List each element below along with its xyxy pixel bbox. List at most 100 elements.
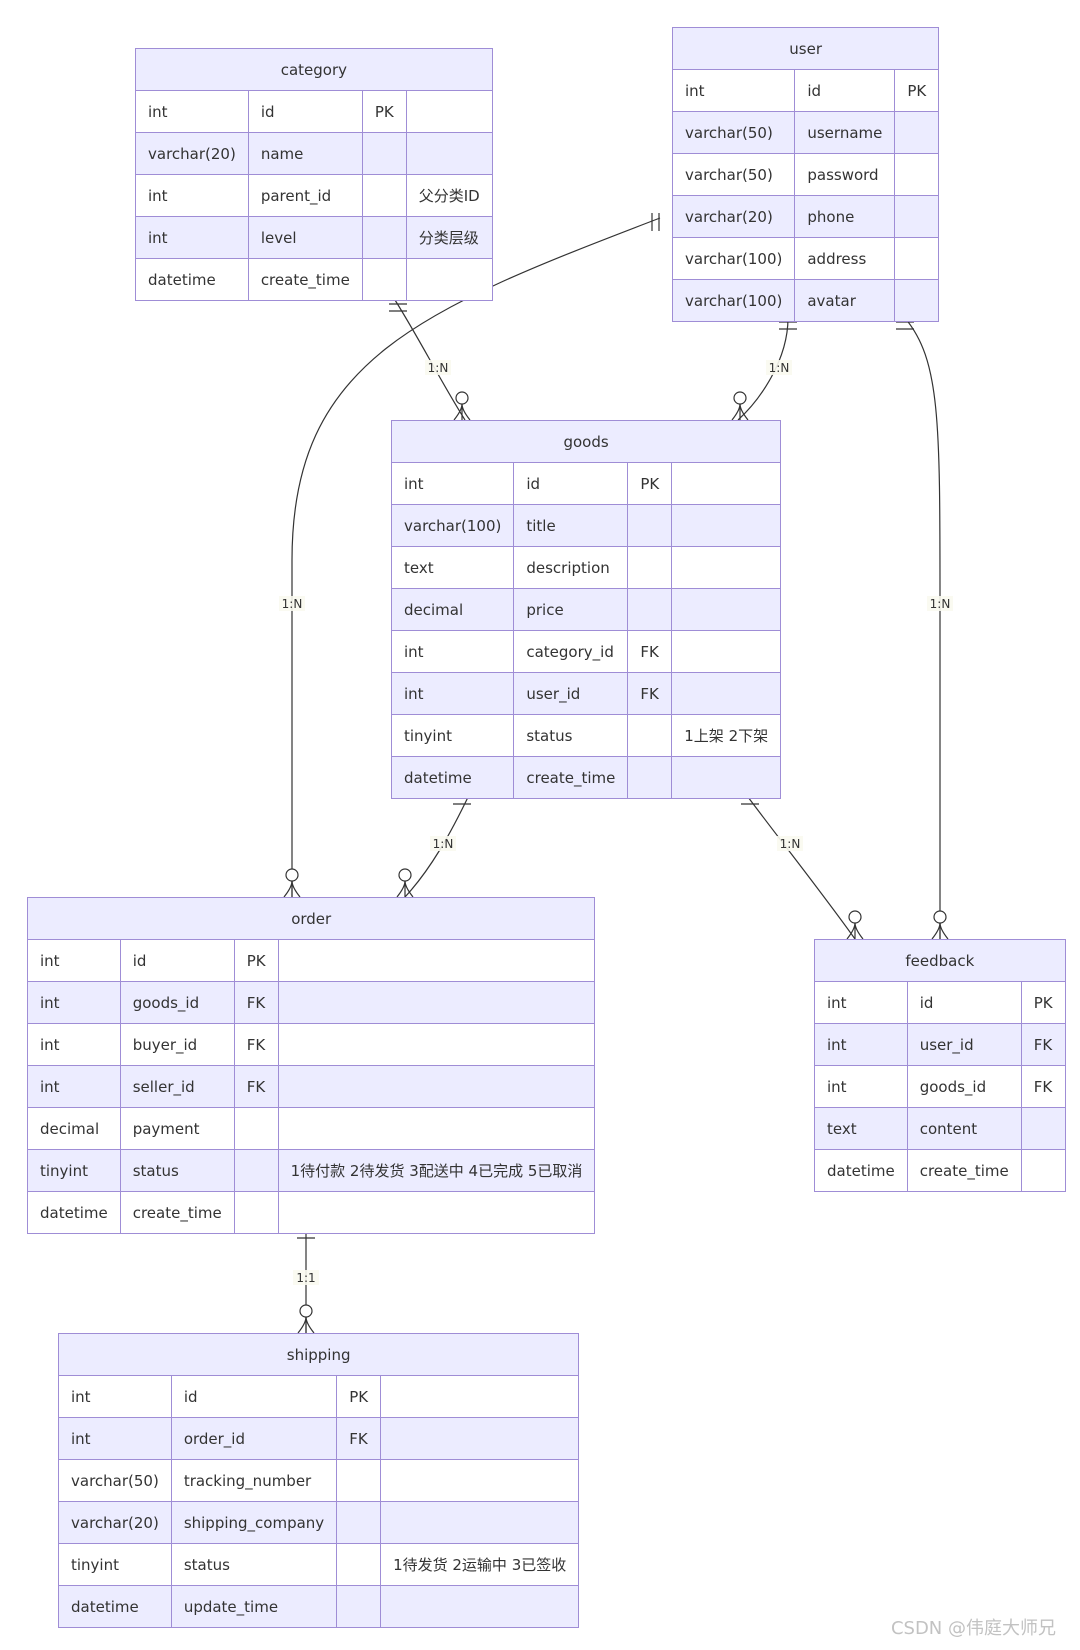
relationship-label: 1:N <box>433 837 454 851</box>
attr-type: datetime <box>58 1585 172 1628</box>
relationship-label: 1:1 <box>296 1271 315 1285</box>
attr-comment <box>671 588 782 631</box>
attr-key <box>336 1459 382 1502</box>
attr-type: int <box>135 174 249 217</box>
attr-comment <box>277 1065 596 1108</box>
attr-type: int <box>814 1065 908 1108</box>
many-marker <box>396 868 414 898</box>
attr-name: category_id <box>513 630 629 673</box>
relationship-line <box>291 217 661 897</box>
attr-key <box>627 756 673 799</box>
attr-key: PK <box>336 1375 382 1418</box>
many-marker <box>931 910 949 940</box>
attr-name: avatar <box>794 279 896 322</box>
attr-key <box>336 1585 382 1628</box>
attr-type: varchar(50) <box>58 1459 172 1502</box>
attr-key: PK <box>894 69 940 112</box>
attr-type: int <box>814 981 908 1024</box>
many-marker <box>731 391 749 421</box>
attr-comment <box>671 504 782 547</box>
attr-name: update_time <box>170 1585 338 1628</box>
attr-name: user_id <box>906 1023 1022 1066</box>
attr-name: description <box>513 546 629 589</box>
attr-type: text <box>814 1107 908 1150</box>
attr-key <box>233 1149 279 1192</box>
table-row: varchar(50)username <box>671 111 940 154</box>
table-row: varchar(100)title <box>390 504 782 547</box>
table-row: varchar(50)tracking_number <box>58 1459 580 1502</box>
attr-type: tinyint <box>390 714 515 757</box>
attr-comment <box>380 1375 580 1418</box>
relationship-label: 1:N <box>282 597 303 611</box>
attr-comment <box>277 1023 596 1066</box>
attr-comment <box>277 1191 596 1234</box>
one-marker <box>651 213 660 231</box>
attr-type: varchar(20) <box>58 1501 172 1544</box>
attr-name: create_time <box>906 1149 1022 1192</box>
attr-type: tinyint <box>27 1149 121 1192</box>
relationship-user-feedback: 1:N <box>904 317 953 939</box>
attr-type: int <box>27 939 121 982</box>
attr-key <box>336 1543 382 1586</box>
attr-type: int <box>27 1065 121 1108</box>
attr-key <box>361 216 407 259</box>
attr-type: int <box>135 90 249 133</box>
table-row: varchar(20)name <box>135 132 493 175</box>
attr-name: phone <box>794 195 896 238</box>
attr-type: tinyint <box>58 1543 172 1586</box>
attr-name: id <box>170 1375 338 1418</box>
attr-type: int <box>390 630 515 673</box>
attr-comment <box>380 1417 580 1460</box>
attr-key <box>627 546 673 589</box>
attr-type: int <box>58 1417 172 1460</box>
watermark: CSDN @伟庭大师兄 <box>890 1618 1056 1639</box>
attr-name: title <box>513 504 629 547</box>
attr-name: id <box>513 462 629 505</box>
attr-name: name <box>247 132 363 175</box>
attr-key <box>627 714 673 757</box>
attr-comment: 父分类ID <box>405 174 493 217</box>
relationship-label: 1:N <box>428 361 449 375</box>
attr-comment <box>671 462 782 505</box>
attr-key: FK <box>233 1023 279 1066</box>
relationship-label: 1:N <box>780 837 801 851</box>
attr-key <box>627 504 673 547</box>
attr-name: tracking_number <box>170 1459 338 1502</box>
attr-type: varchar(50) <box>671 153 796 196</box>
relationship-label-bg <box>279 596 305 611</box>
attr-type: int <box>27 981 121 1024</box>
attr-key <box>627 588 673 631</box>
attr-key <box>361 174 407 217</box>
attr-type: text <box>390 546 515 589</box>
entity-title: feedback <box>814 939 1066 982</box>
attr-key: FK <box>233 981 279 1024</box>
attr-comment <box>671 546 782 589</box>
attr-key: PK <box>1020 981 1066 1024</box>
attr-comment: 分类层级 <box>405 216 493 259</box>
many-marker <box>846 910 864 940</box>
attr-comment <box>405 258 493 301</box>
attr-name: create_time <box>247 258 363 301</box>
attr-type: datetime <box>27 1191 121 1234</box>
attr-comment <box>405 90 493 133</box>
attr-type: varchar(100) <box>390 504 515 547</box>
table-row: varchar(100)address <box>671 237 940 280</box>
attr-name: buyer_id <box>119 1023 235 1066</box>
relationship-line <box>737 317 789 421</box>
